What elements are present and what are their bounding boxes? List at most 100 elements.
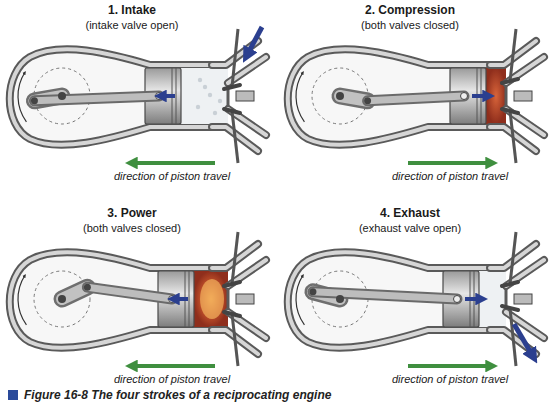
stroke-heading: 3. Power [107,206,156,220]
connecting-rod [34,96,159,101]
piston-motion-arrow [465,297,483,301]
exhaust-valve-head [224,109,240,113]
crankcase-outline [10,252,212,348]
valve-state: (both valves closed) [361,18,459,32]
exhaust-valve [232,314,238,366]
exhaust-valve [510,308,516,366]
stroke-heading: 2. Compression [365,3,455,17]
rotation-arrow [296,72,304,122]
rotation-arrow [18,72,26,122]
spark-plug [236,294,254,304]
fuel-spray [203,85,207,89]
intake-valve-head [502,79,518,83]
combustion-chamber [194,271,228,327]
intake-valve [510,29,516,81]
cylinder-head [212,41,266,151]
exhaust-valve [232,111,238,163]
exhaust-valve-head [502,109,518,113]
flame [200,279,224,319]
connecting-rod [368,96,464,101]
exhaust-valve [510,111,516,163]
piston-ring [189,271,190,327]
fuel-spray [208,93,212,97]
direction-label: direction of piston travel [114,169,230,183]
piston-pin [454,296,461,303]
crank-center [336,92,344,100]
piston-motion-arrow [472,94,490,98]
exhaust-flow-arrow [514,324,534,358]
crank-path [34,271,90,327]
crank-pin [84,284,91,291]
crank-pin [31,97,38,104]
intake-valve [232,232,238,284]
rotation-arrow [18,275,26,325]
crankcase-outline-inner [10,252,212,348]
crankcase-outline [288,252,490,348]
direction-label: direction of piston travel [114,372,230,386]
connecting-rod [87,287,172,299]
caption-bullet [8,390,18,400]
engine-panel [10,232,266,366]
direction-arrow [130,161,215,165]
combustion-chamber [479,271,506,327]
crank-center [336,295,344,303]
spark-plug [514,91,532,101]
piston-motion-arrow [172,297,188,301]
crank-pin [309,288,316,295]
crankcase-outline [288,49,490,145]
intake-valve-head [224,282,240,286]
exhaust-valve-head [502,306,518,310]
figure-caption: Figure 16-8 The four strokes of a recipr… [24,388,331,402]
spark-plug [236,91,254,101]
rotation-arrow [296,275,304,325]
valve-state: (intake valve open) [86,18,179,32]
connecting-rod-face [34,96,159,101]
crank-center [58,295,66,303]
fuel-spray [196,105,200,109]
valve-state: (both valves closed) [83,221,181,235]
piston-ring [176,68,177,124]
intake-flow-arrow [246,27,262,57]
engine-panel [10,27,266,163]
crankcase-outline-inner [288,252,490,348]
intake-valve-head [502,282,518,286]
fuel-spray [198,78,202,82]
piston-pin [461,93,468,100]
direction-arrow [408,364,493,368]
fuel-spray [218,99,222,103]
cylinder-head-inner [212,41,266,151]
intake-valve-head [224,85,240,89]
stroke-heading: 1. Intake [108,3,156,17]
connecting-rod-face [313,292,457,299]
cylinder-head-inner [490,244,544,354]
cylinder-head [490,244,544,354]
valve-state: (exhaust valve open) [359,221,461,235]
crank-center [58,92,66,100]
connecting-rod-face [368,96,464,101]
engine-panel [288,232,544,366]
combustion-chamber [181,68,228,124]
exhaust-valve-head [224,312,240,316]
cylinder-head [212,244,266,354]
direction-label: direction of piston travel [392,169,508,183]
crank-path [312,68,368,124]
fuel-spray [213,111,217,115]
crankcase-outline-inner [288,49,490,145]
engine-panel [288,29,544,163]
direction-arrow [130,364,215,368]
piston-motion-arrow [159,94,175,98]
crank-pin [364,97,371,104]
direction-arrow [408,161,493,165]
connecting-rod-face [87,287,172,299]
cylinder-head-inner [490,41,544,151]
connecting-rod [313,292,457,299]
intake-valve [510,232,516,284]
stroke-heading: 4. Exhaust [380,206,440,220]
intake-valve [232,29,238,87]
direction-label: direction of piston travel [392,372,508,386]
cylinder-head-inner [212,244,266,354]
spark-plug [514,294,532,304]
cylinder-head [490,41,544,151]
